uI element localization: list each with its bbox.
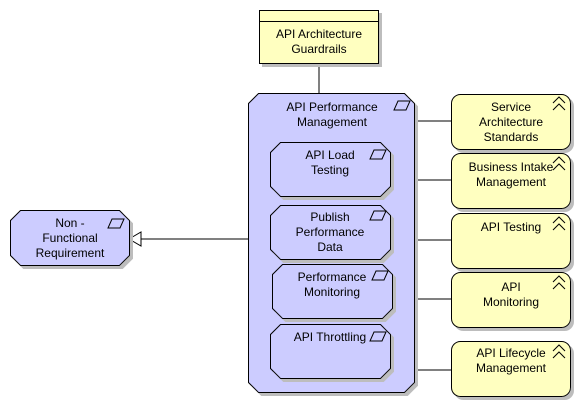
- realization-arrowhead: [128, 231, 142, 247]
- publish-data-label: Publish Performance Data: [295, 210, 365, 254]
- double-chevron-up-icon: [552, 344, 566, 359]
- parallelogram-icon: [369, 210, 387, 221]
- performance-management-label: API Performance Management: [286, 100, 378, 129]
- double-chevron-up-icon: [552, 275, 566, 290]
- double-chevron-up-icon: [552, 156, 566, 171]
- parallelogram-icon: [371, 270, 389, 281]
- api-testing-box[interactable]: [451, 213, 571, 269]
- double-chevron-up-icon: [552, 216, 566, 231]
- service-architecture-standards-label: Service Architecture Standards: [478, 100, 544, 144]
- business-intake-management-box[interactable]: [451, 153, 571, 209]
- parallelogram-icon: [369, 331, 387, 342]
- performance-monitoring-label: Performance Monitoring: [297, 270, 367, 299]
- parallelogram-icon: [393, 100, 411, 111]
- api-testing-label: API Testing: [480, 220, 542, 234]
- api-monitoring-label: API Monitoring: [482, 280, 540, 309]
- publish-data-box[interactable]: [270, 205, 391, 260]
- api-throttling-label: API Throttling: [293, 330, 367, 344]
- load-testing-box[interactable]: [270, 142, 391, 197]
- double-chevron-up-icon: [552, 96, 566, 111]
- api-throttling-box[interactable]: [270, 324, 391, 379]
- parallelogram-icon: [369, 149, 387, 160]
- api-lifecycle-management-label: API Lifecycle Management: [475, 346, 547, 375]
- guardrails-label: API Architecture Guardrails: [275, 27, 363, 56]
- api-lifecycle-management-box[interactable]: [451, 341, 571, 397]
- business-intake-management-label: Business Intake Management: [468, 160, 554, 189]
- api-monitoring-box[interactable]: [451, 272, 571, 328]
- service-architecture-standards-box[interactable]: [451, 94, 571, 150]
- performance-monitoring-box[interactable]: [272, 264, 393, 319]
- load-testing-label: API Load Testing: [305, 148, 355, 177]
- non-functional-requirement-box[interactable]: [10, 210, 130, 266]
- non-functional-label: Non - Functional Requirement: [35, 216, 105, 260]
- guardrails-box[interactable]: [259, 10, 379, 64]
- parallelogram-icon: [107, 218, 125, 229]
